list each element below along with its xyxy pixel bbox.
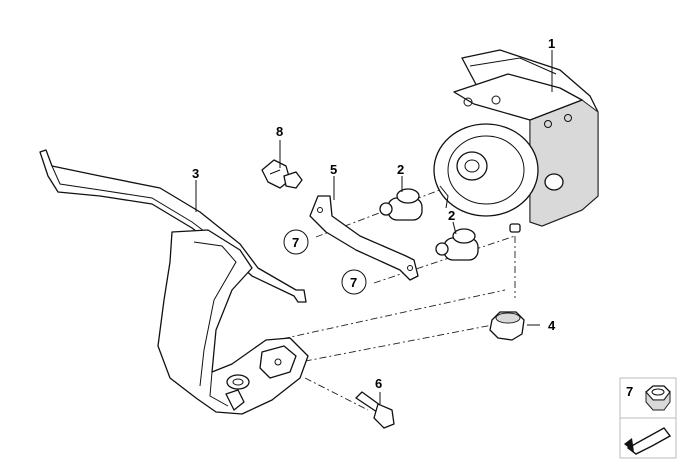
callout-7: 7 — [292, 235, 299, 250]
callout-labels: 1 2 2 3 4 5 6 8 7 7 — [192, 36, 556, 391]
hydraulic-unit-part — [433, 49, 599, 233]
callout-8: 8 — [276, 124, 283, 139]
legend-number: 7 — [626, 384, 633, 399]
callout-7: 7 — [350, 275, 357, 290]
bracket-part — [39, 149, 309, 415]
callout-3: 3 — [192, 166, 199, 181]
callout-7-circle: 7 — [341, 269, 367, 295]
callout-1: 1 — [548, 36, 555, 51]
leader-lines — [195, 50, 553, 404]
callout-7-circle: 7 — [283, 229, 309, 255]
hex-nut-icon — [645, 385, 671, 411]
callout-6: 6 — [375, 376, 382, 391]
legend: 7 — [619, 377, 677, 459]
rubber-mount-part — [435, 228, 479, 261]
callout-4: 4 — [548, 318, 556, 333]
assembly-lines — [267, 187, 516, 411]
arrow-icon — [624, 427, 672, 455]
bracket-plate-part — [309, 195, 419, 281]
callout-5: 5 — [330, 162, 337, 177]
rubber-mount-part — [379, 188, 423, 221]
callout-2: 2 — [448, 208, 455, 223]
nut-part — [489, 311, 525, 341]
clip-part — [261, 159, 303, 189]
callout-2: 2 — [397, 162, 404, 177]
bolt-part — [355, 391, 395, 429]
